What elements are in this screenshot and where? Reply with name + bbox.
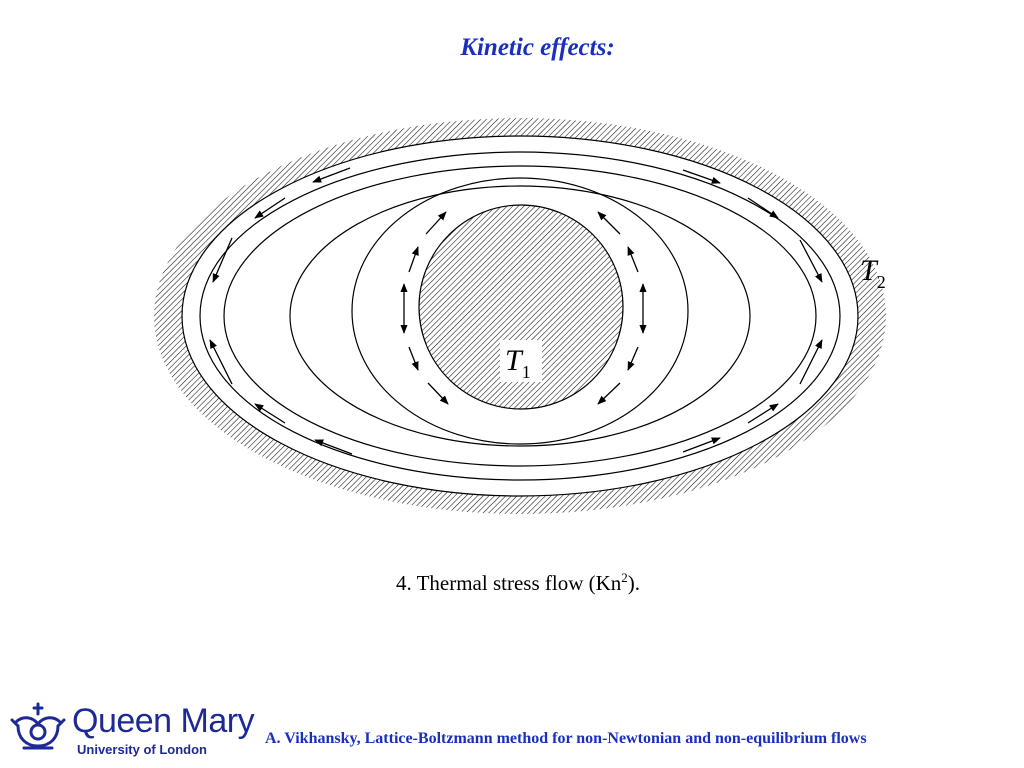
streamline-core: [351, 177, 689, 445]
slide-title: Kinetic effects:: [460, 34, 615, 61]
university-crest-logo: [10, 702, 66, 750]
flow-arrow: [425, 211, 447, 235]
flow-arrow: [627, 246, 639, 273]
figure-caption: 4. Thermal stress flow (Kn2).: [395, 570, 641, 595]
flow-arrow: [747, 403, 779, 424]
inner-cylinder: [418, 204, 624, 410]
flow-arrow: [254, 197, 286, 219]
flow-arrow: [427, 382, 449, 405]
flow-arrow: [408, 246, 419, 273]
flow-arrow: [314, 439, 353, 455]
flow-arrow: [682, 169, 721, 184]
inner-flow-arrows: [400, 211, 647, 405]
flow-arrow: [597, 211, 621, 235]
flow-arrow: [747, 197, 779, 219]
streamline-outer: [199, 151, 841, 481]
flow-arrow: [799, 339, 823, 385]
flow-arrow: [627, 346, 639, 371]
logo-name: Queen Mary: [72, 702, 255, 740]
flow-arrow: [408, 346, 419, 371]
streamline-inner: [289, 185, 751, 447]
inner-label-backdrop: [500, 340, 542, 382]
streamline-middle: [223, 165, 817, 467]
inner-cylinder-label: T1: [505, 344, 531, 382]
flow-arrow: [799, 239, 823, 283]
flow-arrow: [254, 403, 286, 424]
outer-flow-arrows: [209, 167, 823, 455]
thermal-stress-flow-diagram: T2 T1: [154, 118, 886, 514]
logo-subtitle: University of London: [77, 742, 207, 757]
flow-arrow: [209, 339, 233, 385]
flow-arrow: [597, 382, 621, 405]
flow-arrow: [312, 167, 351, 183]
flow-arrow: [682, 437, 721, 453]
flow-arrow: [212, 237, 233, 283]
outer-wall-label: T2: [860, 254, 886, 292]
footer-citation: A. Vikhansky, Lattice-Boltzmann method f…: [265, 730, 867, 747]
